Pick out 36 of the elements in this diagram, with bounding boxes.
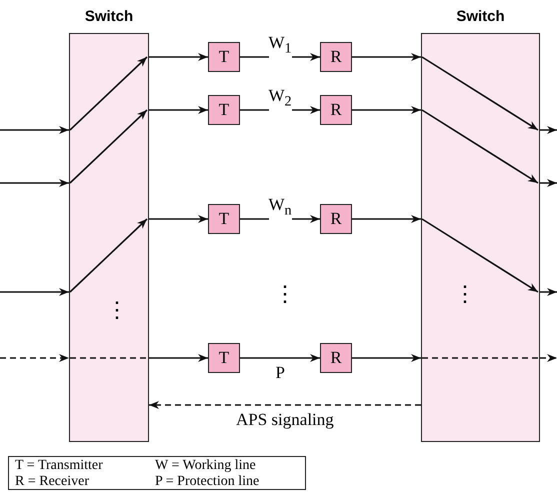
- process-box: T: [208, 343, 240, 373]
- process-box: R: [320, 42, 352, 72]
- arrow: [352, 53, 421, 61]
- process-box: T: [208, 42, 240, 72]
- arrow: [540, 126, 557, 134]
- arrow: [149, 215, 208, 223]
- process-box: R: [320, 343, 352, 373]
- legend-entry: W = Working line: [155, 458, 256, 474]
- switch-title: Switch: [84, 7, 134, 27]
- arrow: [149, 106, 208, 114]
- arrow: [240, 354, 320, 362]
- switch-title: Switch: [455, 7, 506, 27]
- process-box: T: [208, 95, 240, 125]
- ellipsis-label: ⋮: [454, 282, 476, 306]
- process-box: R: [320, 204, 352, 234]
- arrow: [352, 354, 421, 362]
- legend-entry: P = Protection line: [155, 474, 260, 490]
- arrow: [352, 106, 421, 114]
- legend-entry: T = Transmitter: [15, 458, 103, 474]
- ellipsis-label: ⋮: [106, 298, 128, 322]
- arrow: [540, 179, 557, 187]
- ellipsis-label: ⋮: [274, 282, 296, 306]
- arrow: [0, 288, 69, 296]
- process-box: T: [208, 204, 240, 234]
- arrow: [540, 354, 557, 362]
- arrow: [149, 354, 208, 362]
- edge-label: APS signaling: [236, 410, 334, 430]
- arrow: [149, 401, 421, 409]
- arrow: [149, 53, 208, 61]
- legend-entry: R = Receiver: [15, 474, 89, 490]
- arrow: [0, 126, 69, 134]
- arrow: [540, 288, 557, 296]
- arrow: [352, 215, 421, 223]
- process-box: R: [320, 95, 352, 125]
- arrow: [0, 179, 69, 187]
- arrow: [0, 354, 69, 362]
